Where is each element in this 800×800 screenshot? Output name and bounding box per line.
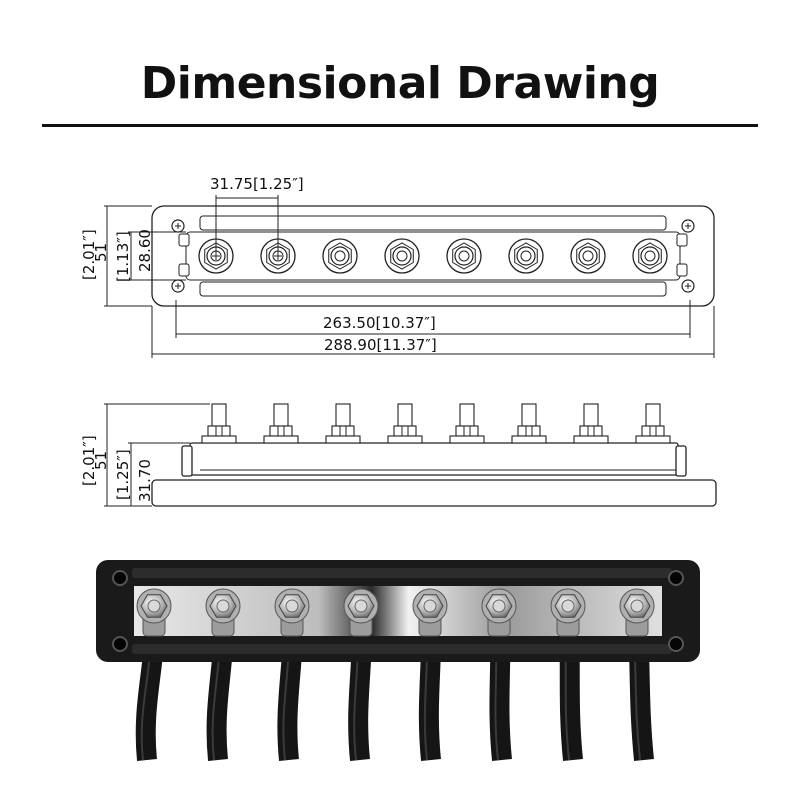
side-stud	[325, 403, 361, 444]
photo-mounting-hole	[112, 570, 128, 586]
top-view	[151, 205, 715, 307]
side-stud	[449, 403, 485, 444]
stud-spacing-dimension: 31.75[1.25″]	[210, 175, 304, 256]
top-view-terminals	[198, 238, 668, 274]
mounting-holes-top	[171, 219, 695, 293]
photo-terminal	[481, 588, 517, 637]
top-height-dimension: [2.01″] 51	[80, 205, 152, 307]
base-height-dimension: [1.25″] 31.70	[114, 442, 190, 507]
top-terminal	[632, 238, 668, 274]
side-height-in-label: [2.01″]	[80, 435, 98, 486]
inner-length-label: 263.50[10.37″]	[323, 314, 436, 332]
photo-terminal	[136, 588, 172, 637]
photo-terminal	[619, 588, 655, 637]
top-view-lower-rail	[199, 281, 667, 297]
side-height-dimension: [2.01″] 51	[80, 403, 210, 507]
side-view	[151, 403, 717, 507]
top-terminal	[508, 238, 544, 274]
photo-terminals	[136, 588, 655, 637]
photo-mounting-hole	[112, 636, 128, 652]
side-stud	[263, 403, 299, 444]
side-stud	[201, 403, 237, 444]
top-view-upper-rail	[199, 215, 667, 231]
side-view-studs	[201, 403, 671, 444]
photo-terminal	[412, 588, 448, 637]
inner-length-dimension: 263.50[10.37″]	[175, 300, 691, 338]
top-terminal	[322, 238, 358, 274]
top-view-base-outline	[151, 205, 715, 307]
top-terminal	[570, 238, 606, 274]
photo-terminal	[205, 588, 241, 637]
top-height-in-label: [2.01″]	[80, 229, 98, 280]
stud-spacing-label: 31.75[1.25″]	[210, 175, 304, 193]
photo-mounting-holes	[112, 570, 684, 652]
photo-terminal	[274, 588, 310, 637]
side-stud	[511, 403, 547, 444]
photo-mounting-hole	[668, 570, 684, 586]
side-stud	[573, 403, 609, 444]
side-view-base	[151, 479, 717, 507]
product-photo	[96, 560, 700, 761]
bar-height-in-label: [1.13″]	[114, 231, 132, 282]
top-terminal	[384, 238, 420, 274]
side-stud	[387, 403, 423, 444]
bar-height-dimension: [1.13″] 28.60	[114, 229, 186, 282]
photo-terminal	[550, 588, 586, 637]
top-terminal	[446, 238, 482, 274]
overall-length-label: 288.90[11.37″]	[324, 336, 437, 354]
page-title: Dimensional Drawing	[140, 58, 660, 109]
bar-height-mm-label: 28.60	[136, 229, 154, 272]
top-view-busbar	[185, 231, 681, 281]
side-stud	[635, 403, 671, 444]
photo-mounting-hole	[668, 636, 684, 652]
photo-terminal	[343, 588, 379, 637]
base-height-mm-label: 31.70	[136, 459, 154, 502]
side-height-mm-label: 51	[92, 451, 110, 470]
top-height-mm-label: 51	[92, 243, 110, 262]
overall-length-dimension: 288.90[11.37″]	[151, 306, 715, 358]
title-divider	[42, 124, 758, 127]
base-height-in-label: [1.25″]	[114, 449, 132, 500]
